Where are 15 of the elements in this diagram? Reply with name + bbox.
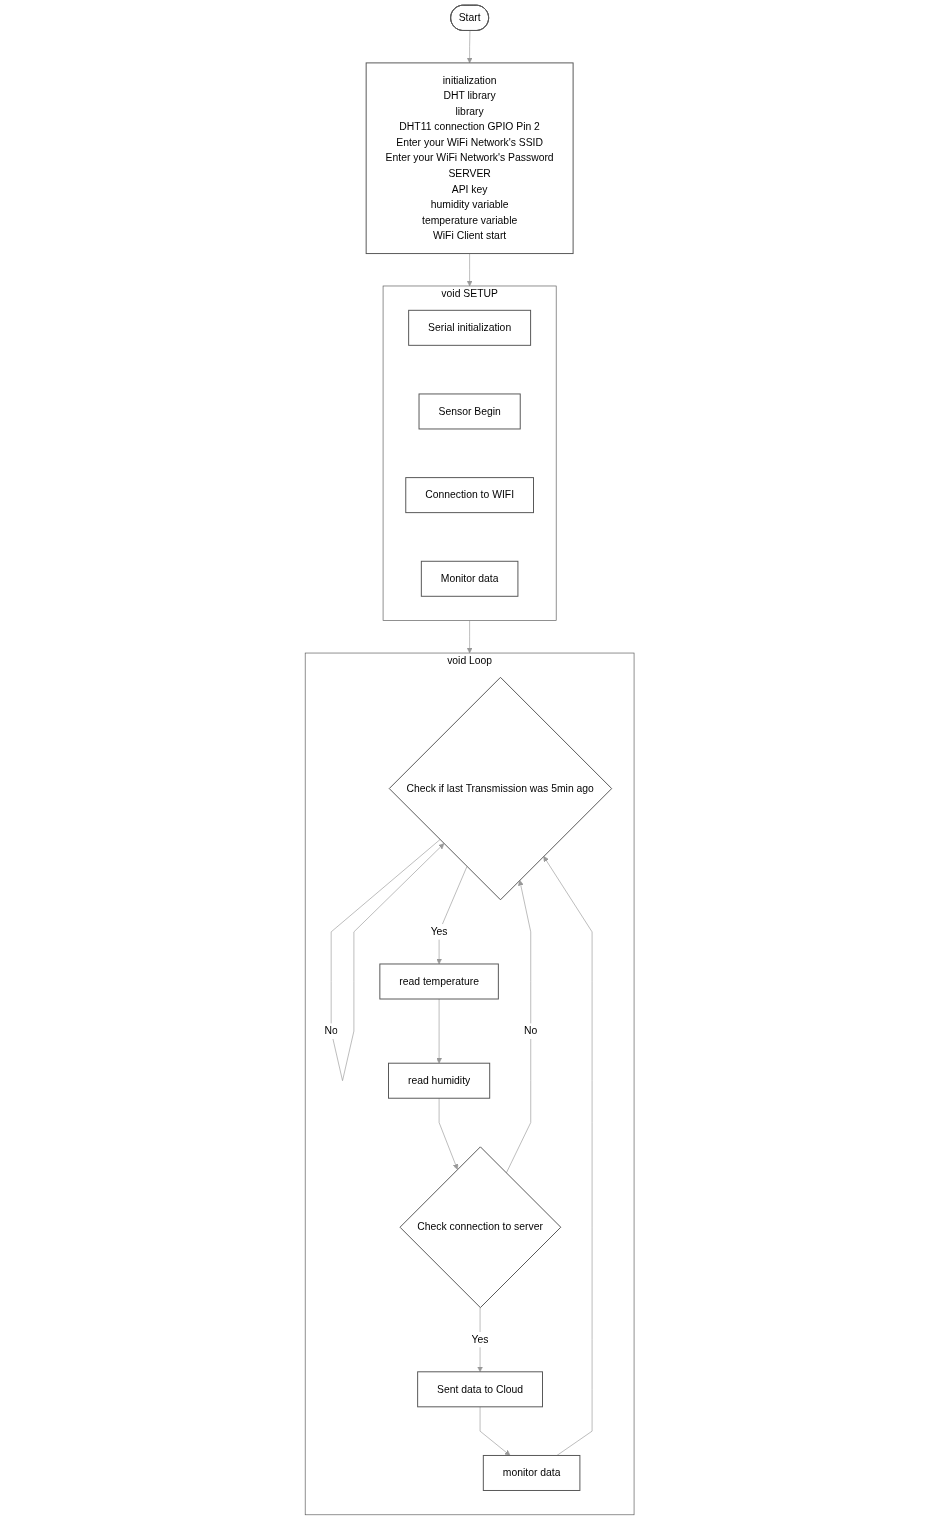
node-box: read temperature [379,963,500,1000]
edge-label: Yes [431,926,448,938]
node-box: Monitor data [421,560,519,597]
node-box: read humidity [388,1062,491,1099]
node-box: Serial initialization [408,309,532,346]
edge-label: Yes [471,1333,489,1345]
node-diamond: Check if last Transmission was 5min ago [389,676,613,901]
node-box: monitor data [483,1454,581,1491]
node-box: initialization DHT library library DHT11 connection GPIO Pin 2 Enter your WiFi Network's SSID Enter your WiFi Network's Password SERVER API key humidity variable temperature variable WiFi Client start [366,62,574,255]
node-diamond: Check connection to server [399,1146,562,1309]
edge-label: No [324,1025,339,1037]
node-box: Sent data to Cloud [417,1371,544,1408]
node-box: Sensor Begin [418,393,522,430]
node-box: Connection to WIFI [405,477,535,514]
edge-label: No [524,1025,538,1037]
